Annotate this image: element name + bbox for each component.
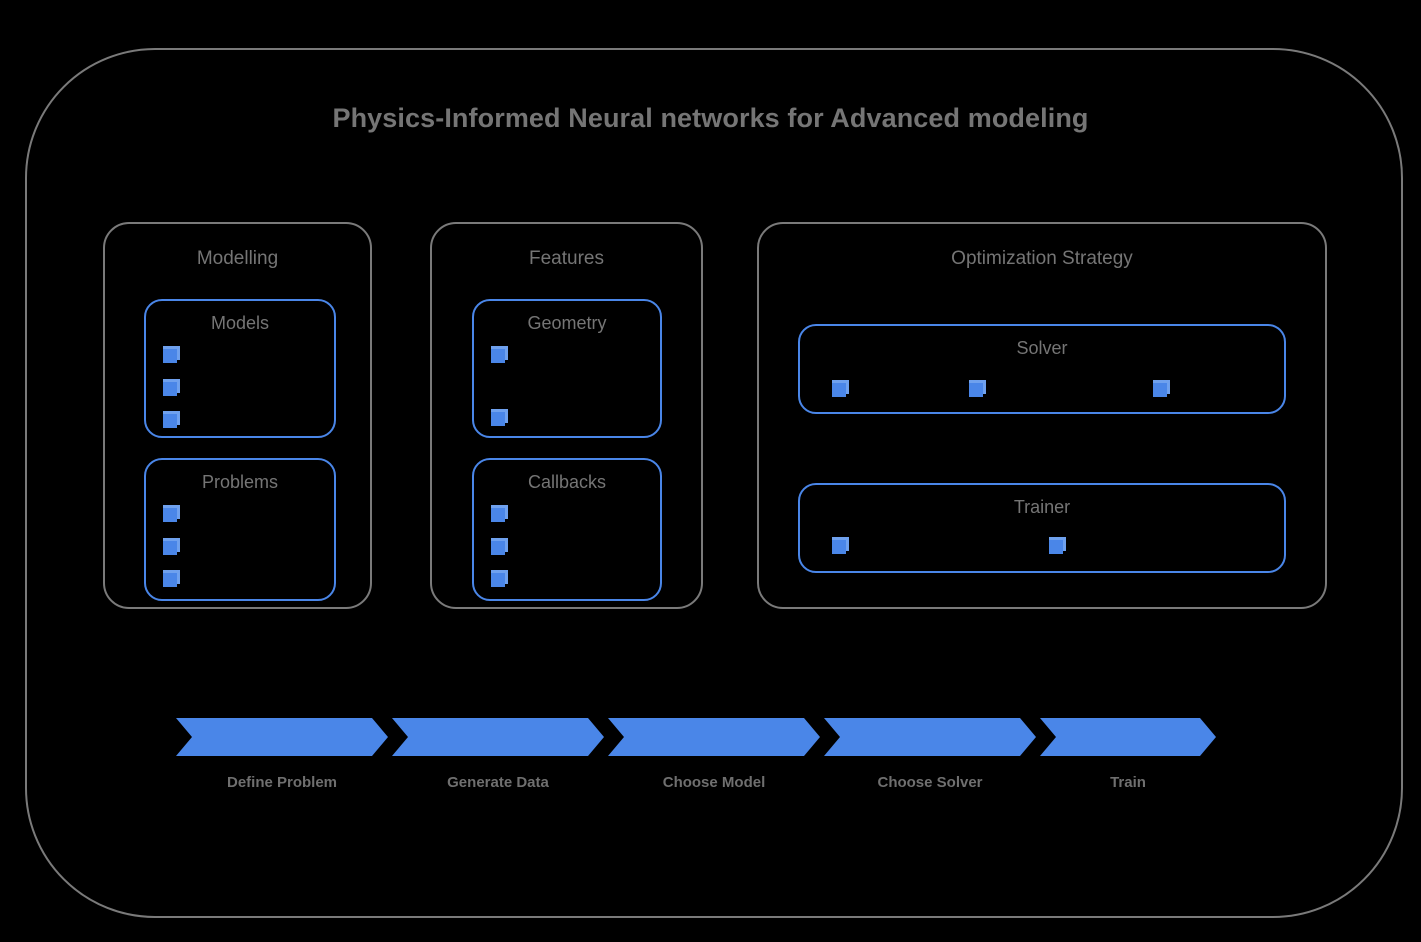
group-title-optimization-strategy: Optimization Strategy	[951, 248, 1133, 269]
process-step-arrow-5[interactable]	[1040, 718, 1216, 756]
panel-trainer[interactable]: Trainer	[798, 483, 1286, 573]
process-step-label-5: Train	[1110, 774, 1146, 791]
panel-problems[interactable]: Problems	[144, 458, 336, 601]
cube-icon	[163, 379, 177, 396]
panel-solver[interactable]: Solver	[798, 324, 1286, 414]
cube-icon	[491, 570, 505, 587]
cube-icon	[491, 409, 505, 426]
process-step-label-1: Define Problem	[226, 774, 338, 791]
cube-icon	[163, 570, 177, 587]
process-step-label-4: Choose Solver	[877, 774, 983, 791]
cube-icon	[1153, 380, 1167, 397]
group-title-features: Features	[529, 248, 604, 269]
group-title-modelling: Modelling	[196, 248, 279, 269]
panel-title-callbacks: Callbacks	[527, 472, 607, 492]
process-step-arrow-3[interactable]	[608, 718, 820, 756]
cube-icon	[163, 346, 177, 363]
process-flow	[176, 718, 1216, 756]
cube-icon	[491, 538, 505, 555]
cube-icon	[491, 505, 505, 522]
process-step-label-3: Choose Model	[662, 774, 766, 791]
page-title: Physics-Informed Neural networks for Adv…	[332, 103, 1089, 133]
process-step-label-2: Generate Data	[447, 774, 549, 791]
diagram-outer-frame	[25, 48, 1403, 918]
group-optimization-strategy: Optimization Strategy	[757, 222, 1327, 609]
cube-icon	[832, 380, 846, 397]
cube-icon	[1049, 537, 1063, 554]
panel-title-problems: Problems	[201, 472, 279, 492]
cube-icon	[163, 411, 177, 428]
process-step-arrow-4[interactable]	[824, 718, 1036, 756]
process-step-arrow-1[interactable]	[176, 718, 388, 756]
panel-title-geometry: Geometry	[527, 313, 607, 333]
panel-models[interactable]: Models	[144, 299, 336, 438]
panel-title-solver: Solver	[1016, 338, 1068, 358]
panel-title-trainer: Trainer	[1013, 497, 1071, 517]
cube-icon	[832, 537, 846, 554]
panel-title-models: Models	[210, 313, 270, 333]
cube-icon	[163, 538, 177, 555]
group-features: Features	[430, 222, 703, 609]
process-step-arrow-2[interactable]	[392, 718, 604, 756]
panel-callbacks[interactable]: Callbacks	[472, 458, 662, 601]
cube-icon	[491, 346, 505, 363]
cube-icon	[163, 505, 177, 522]
group-modelling: Modelling	[103, 222, 372, 609]
panel-geometry[interactable]: Geometry	[472, 299, 662, 438]
cube-icon	[969, 380, 983, 397]
